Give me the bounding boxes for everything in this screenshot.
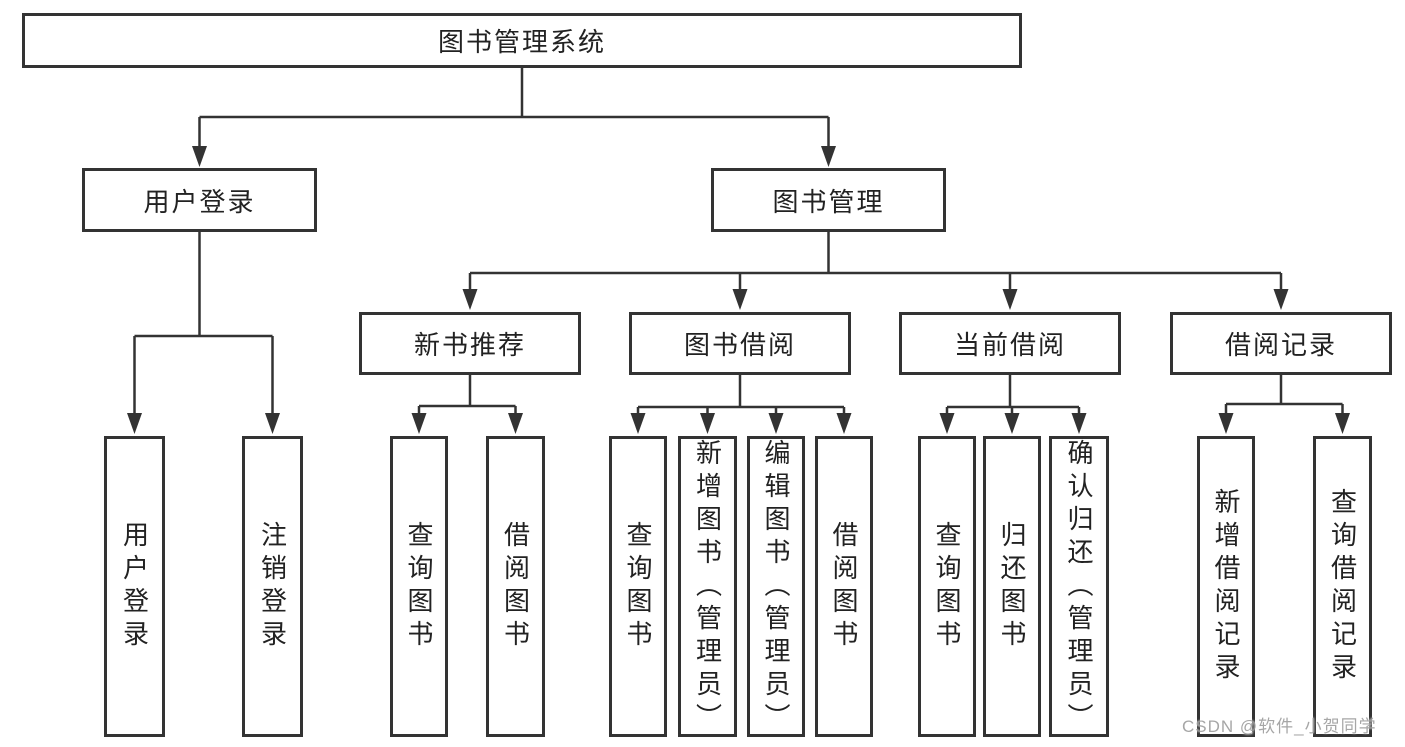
connector-user-login-to-leaves: [127, 232, 280, 434]
leaf-newbooks-query-books: 查询图书: [390, 436, 448, 737]
leaf-current-confirm-return-admin: 确认归还（管理员）: [1049, 436, 1109, 737]
connector-book-borrowing-to-leaves: [630, 375, 852, 434]
connector-root-to-level2: [192, 68, 836, 167]
node-book-borrowing: 图书借阅: [629, 312, 851, 375]
node-user-login-branch: 用户登录: [82, 168, 317, 232]
node-borrowing-records: 借阅记录: [1170, 312, 1392, 375]
leaf-current-return-books: 归还图书: [983, 436, 1041, 737]
connector-current-borrowing-to-leaves: [939, 375, 1087, 434]
leaf-records-query-record: 查询借阅记录: [1313, 436, 1372, 737]
connector-new-book-recommendation-to-leaves: [411, 375, 523, 434]
leaf-borrowing-borrow-books: 借阅图书: [815, 436, 873, 737]
leaf-borrowing-query-books: 查询图书: [609, 436, 667, 737]
leaf-logout: 注销登录: [242, 436, 303, 737]
node-library-management-system: 图书管理系统: [22, 13, 1022, 68]
leaf-current-query-books: 查询图书: [918, 436, 976, 737]
leaf-borrowing-add-books-admin: 新增图书（管理员）: [678, 436, 737, 737]
node-current-borrowing: 当前借阅: [899, 312, 1121, 375]
connector-borrowing-records-to-leaves: [1218, 375, 1350, 434]
leaf-records-add-record: 新增借阅记录: [1197, 436, 1255, 737]
leaf-newbooks-borrow-books: 借阅图书: [486, 436, 545, 737]
node-book-management: 图书管理: [711, 168, 946, 232]
node-new-book-recommendation: 新书推荐: [359, 312, 581, 375]
leaf-borrowing-edit-books-admin: 编辑图书（管理员）: [747, 436, 805, 737]
csdn-watermark: CSDN @软件_小贺同学: [1182, 717, 1377, 736]
leaf-user-login: 用户登录: [104, 436, 165, 737]
connector-book-management-to-level3: [462, 232, 1289, 310]
